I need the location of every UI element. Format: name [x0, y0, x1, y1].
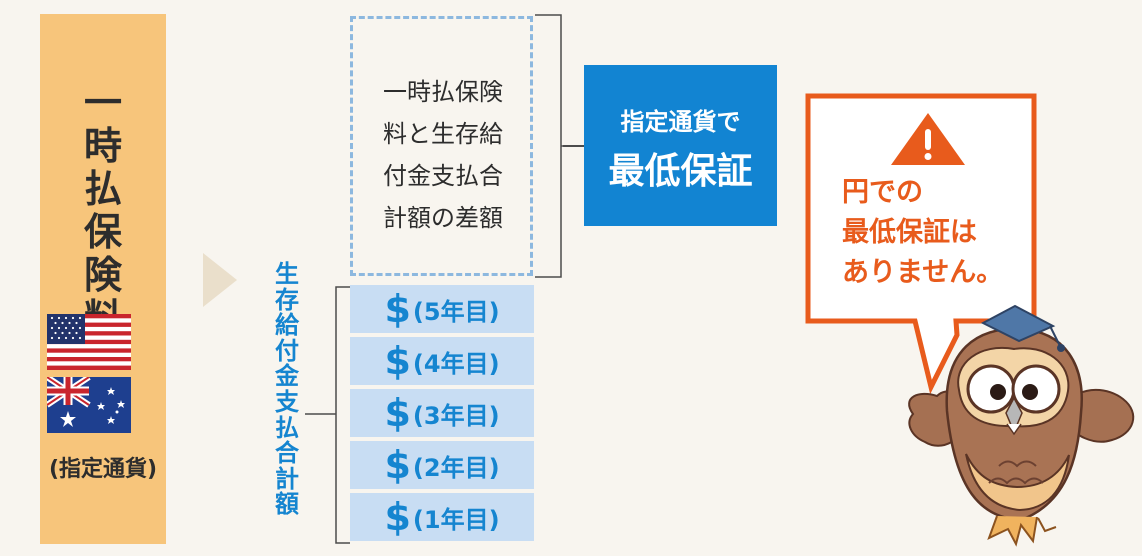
premium-panel: 一 時 払 保 険 料 — [40, 14, 166, 544]
minimum-guarantee-box: 指定通貨で 最低保証 — [584, 65, 777, 226]
vertical-label-char: 計 — [275, 464, 299, 493]
owl-mascot-icon — [908, 304, 1135, 547]
difference-line: 計額の差額 — [383, 204, 503, 232]
premium-title-char: 払 — [83, 167, 122, 211]
warning-line: 最低保証は — [842, 217, 977, 248]
year-2-box: $ (2年目) — [350, 441, 534, 489]
dollar-symbol: $ — [384, 339, 411, 383]
premium-title-char: 時 — [83, 124, 122, 168]
vertical-label-char: 額 — [275, 490, 299, 519]
vertical-label-char: 給 — [275, 311, 299, 340]
year-3-box: $ (3年目) — [350, 389, 534, 437]
bottom-bracket — [305, 286, 350, 544]
us-flag-icon — [47, 314, 131, 370]
vertical-label-char: 付 — [275, 336, 299, 365]
top-bracket — [535, 14, 563, 278]
year-1-box: $ (1年目) — [350, 493, 534, 541]
survival-benefit-total-label: 生 存 給 付 金 支 払 合 計 額 — [270, 260, 304, 519]
vertical-label-char: 存 — [275, 285, 299, 314]
dollar-symbol: $ — [384, 443, 411, 487]
difference-line: 一時払保険 — [383, 78, 503, 106]
dollar-symbol: $ — [384, 495, 411, 539]
year-5-box: $ (5年目) — [350, 285, 534, 333]
dollar-symbol: $ — [384, 391, 411, 435]
bracket-connector-line — [563, 145, 584, 147]
difference-text: 一時払保険 料と生存給 付金支払合 計額の差額 — [368, 71, 518, 239]
premium-title-char: 険 — [83, 253, 122, 297]
vertical-label-char: 金 — [275, 362, 299, 391]
difference-box: 一時払保険 料と生存給 付金支払合 計額の差額 — [350, 16, 533, 276]
year-label: (5年目) — [412, 297, 500, 326]
warning-line: ありません。 — [842, 257, 1004, 288]
dollar-symbol: $ — [384, 287, 411, 331]
premium-title-char: 保 — [83, 210, 122, 254]
premium-title: 一 時 払 保 険 料 — [40, 82, 166, 340]
vertical-label-char: 払 — [275, 413, 299, 442]
warning-line: 円での — [842, 177, 923, 208]
currency-label: (指定通貨) — [48, 457, 158, 482]
premium-title-char: 一 — [83, 81, 122, 125]
vertical-label-char: 支 — [275, 387, 299, 416]
arrow-right-icon — [203, 253, 237, 307]
guarantee-line-1: 指定通貨で — [620, 108, 741, 136]
year-label: (1年目) — [412, 505, 500, 534]
year-label: (3年目) — [412, 401, 500, 430]
year-4-box: $ (4年目) — [350, 337, 534, 385]
guarantee-line-2: 最低保証 — [608, 151, 753, 192]
warning-speech-bubble — [805, 93, 1037, 395]
year-label: (4年目) — [412, 349, 500, 378]
difference-line: 料と生存給 — [383, 120, 503, 148]
australia-flag-icon — [47, 377, 131, 433]
difference-line: 付金支払合 — [383, 162, 503, 190]
vertical-label-char: 生 — [275, 260, 299, 288]
warning-text: 円での 最低保証は ありません。 — [842, 173, 1032, 293]
vertical-label-char: 合 — [275, 439, 299, 468]
year-label: (2年目) — [412, 453, 500, 482]
warning-icon — [891, 113, 965, 165]
